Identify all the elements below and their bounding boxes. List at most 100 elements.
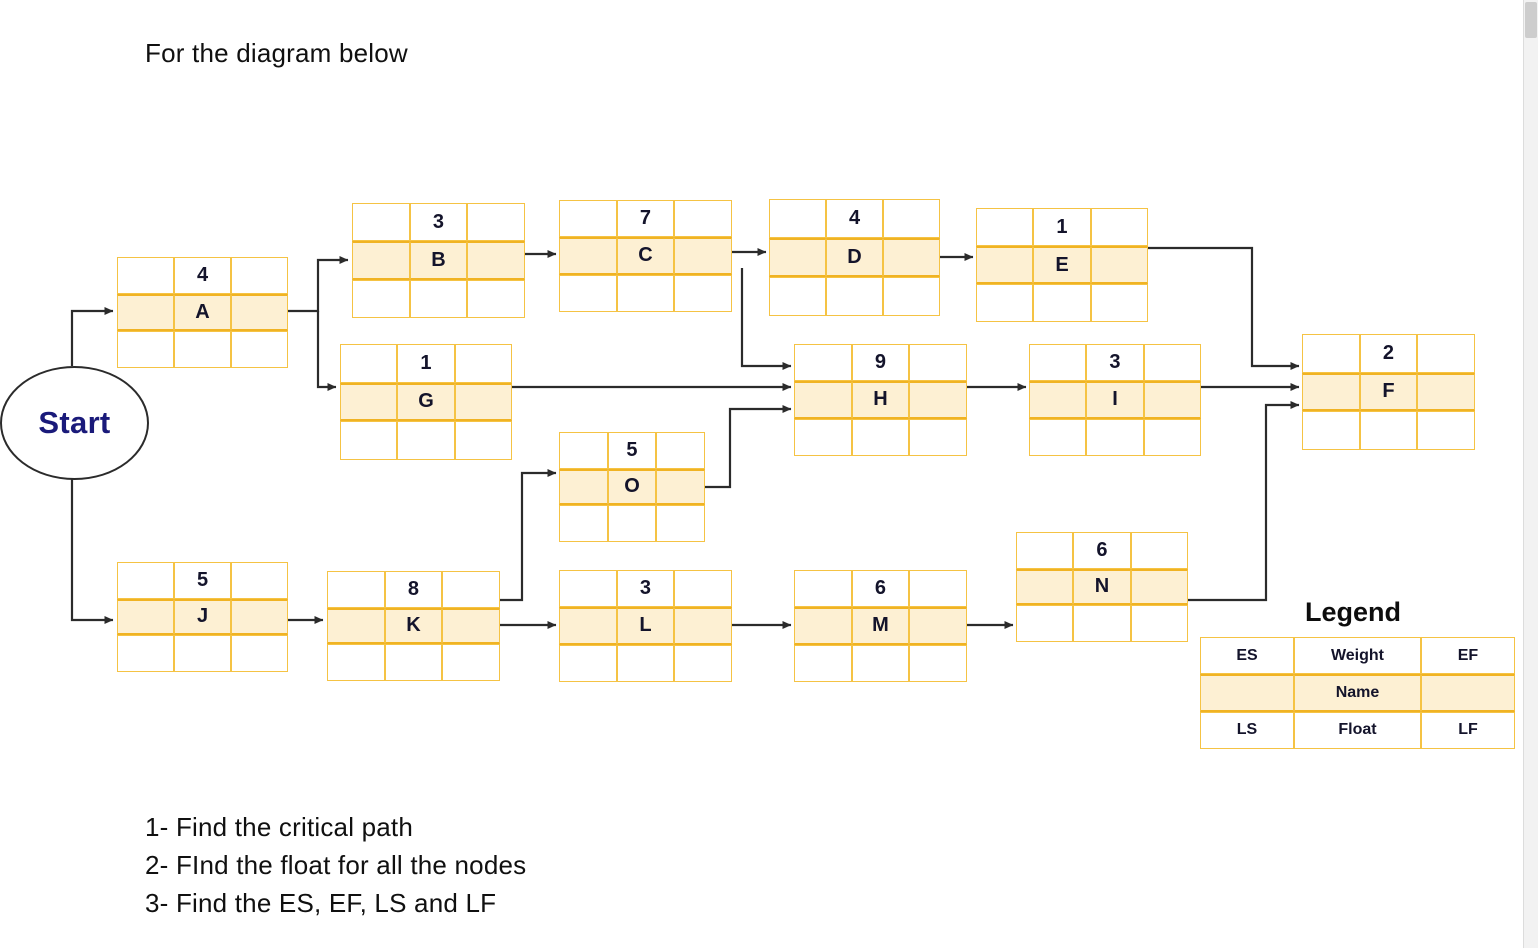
node-b-lf[interactable] [467, 279, 525, 318]
node-l-lf[interactable] [674, 644, 732, 682]
node-f-lf[interactable] [1417, 411, 1475, 450]
node-e-lf[interactable] [1090, 284, 1148, 322]
node-a-ls[interactable] [117, 331, 174, 368]
node-j-lf[interactable] [231, 635, 288, 672]
node-l[interactable]: 3 L [559, 570, 732, 682]
node-d-ls[interactable] [769, 277, 826, 316]
node-h-float[interactable] [851, 418, 910, 456]
node-a-float[interactable] [174, 331, 231, 368]
node-i-float[interactable] [1086, 418, 1144, 456]
node-j-es[interactable] [117, 562, 174, 599]
node-h-ls[interactable] [794, 418, 852, 456]
node-h-weight: 9 [851, 344, 910, 382]
node-b-ef[interactable] [467, 203, 525, 242]
node-k[interactable]: 8 K [327, 571, 500, 681]
node-d-ef[interactable] [883, 199, 940, 238]
node-a[interactable]: 4 A [117, 257, 288, 368]
node-n-lf[interactable] [1130, 605, 1188, 642]
node-g-ls[interactable] [340, 421, 398, 460]
node-f-ef[interactable] [1417, 334, 1475, 373]
node-h[interactable]: 9 H [794, 344, 967, 456]
node-d-float[interactable] [826, 277, 883, 316]
node-o[interactable]: 5 O [559, 432, 705, 542]
node-o-ls[interactable] [559, 505, 608, 542]
node-m-es[interactable] [794, 570, 852, 608]
node-g-lf[interactable] [454, 421, 512, 460]
node-c-ef[interactable] [674, 200, 732, 238]
node-f-float[interactable] [1359, 411, 1418, 450]
node-l-float[interactable] [616, 644, 675, 682]
node-n[interactable]: 6 N [1016, 532, 1188, 642]
node-i-lf[interactable] [1143, 418, 1201, 456]
edge-a-b [288, 256, 349, 313]
node-f[interactable]: 2 F [1302, 334, 1475, 450]
node-c-es[interactable] [559, 200, 617, 238]
node-m-ls[interactable] [794, 644, 852, 682]
scrollbar-thumb[interactable] [1525, 2, 1537, 38]
node-e-es[interactable] [976, 208, 1034, 246]
node-h-es[interactable] [794, 344, 852, 382]
node-k-lf[interactable] [442, 644, 500, 681]
node-k-float[interactable] [384, 644, 443, 681]
node-g-name: G [397, 382, 455, 422]
node-j-ef[interactable] [231, 562, 288, 599]
node-o-float[interactable] [607, 505, 657, 542]
node-e[interactable]: 1 E [976, 208, 1148, 322]
node-h-ef[interactable] [909, 344, 967, 382]
node-j[interactable]: 5 J [117, 562, 288, 672]
node-c-lf[interactable] [674, 274, 732, 312]
node-b-es[interactable] [352, 203, 410, 242]
node-c-ls[interactable] [559, 274, 617, 312]
node-k-ef[interactable] [442, 571, 500, 608]
node-d-es[interactable] [769, 199, 826, 238]
node-j-float[interactable] [174, 635, 231, 672]
node-l-es[interactable] [559, 570, 617, 608]
node-e-float[interactable] [1033, 284, 1091, 322]
node-b[interactable]: 3 B [352, 203, 525, 318]
node-h-lf[interactable] [909, 418, 967, 456]
node-d-lf[interactable] [883, 277, 940, 316]
node-m-float[interactable] [851, 644, 910, 682]
node-a-es[interactable] [117, 257, 174, 294]
node-b-float[interactable] [409, 279, 468, 318]
node-f-es[interactable] [1302, 334, 1360, 373]
node-e-ls[interactable] [976, 284, 1034, 322]
node-c[interactable]: 7 C [559, 200, 732, 312]
node-o-lf[interactable] [656, 505, 705, 542]
node-i-ef[interactable] [1143, 344, 1201, 382]
node-i-ls[interactable] [1029, 418, 1087, 456]
node-i[interactable]: 3 I [1029, 344, 1201, 456]
node-k-ls[interactable] [327, 644, 385, 681]
node-g-float[interactable] [397, 421, 455, 460]
node-n-ls[interactable] [1016, 605, 1074, 642]
legend-cell-weight: Weight [1294, 637, 1421, 675]
node-a-lf[interactable] [231, 331, 288, 368]
node-m[interactable]: 6 M [794, 570, 967, 682]
node-f-ls[interactable] [1302, 411, 1360, 450]
node-i-es[interactable] [1029, 344, 1087, 382]
edge-n-f [1188, 401, 1300, 602]
node-d[interactable]: 4 D [769, 199, 940, 316]
node-l-ef[interactable] [674, 570, 732, 608]
start-node-label: Start [38, 405, 111, 440]
start-node[interactable]: Start [0, 366, 149, 480]
node-o-mid-right [656, 468, 705, 506]
node-n-ef[interactable] [1130, 532, 1188, 569]
node-j-ls[interactable] [117, 635, 174, 672]
node-g-ef[interactable] [454, 344, 512, 383]
node-a-ef[interactable] [231, 257, 288, 294]
node-c-float[interactable] [616, 274, 675, 312]
node-o-es[interactable] [559, 432, 608, 469]
node-e-ef[interactable] [1090, 208, 1148, 246]
node-k-es[interactable] [327, 571, 385, 608]
node-n-float[interactable] [1073, 605, 1131, 642]
vertical-scrollbar[interactable] [1523, 0, 1538, 948]
node-g[interactable]: 1 G [340, 344, 512, 460]
node-n-es[interactable] [1016, 532, 1074, 569]
node-b-ls[interactable] [352, 279, 410, 318]
node-m-ef[interactable] [909, 570, 967, 608]
node-g-es[interactable] [340, 344, 398, 383]
node-l-ls[interactable] [559, 644, 617, 682]
node-o-ef[interactable] [656, 432, 705, 469]
node-m-lf[interactable] [909, 644, 967, 682]
